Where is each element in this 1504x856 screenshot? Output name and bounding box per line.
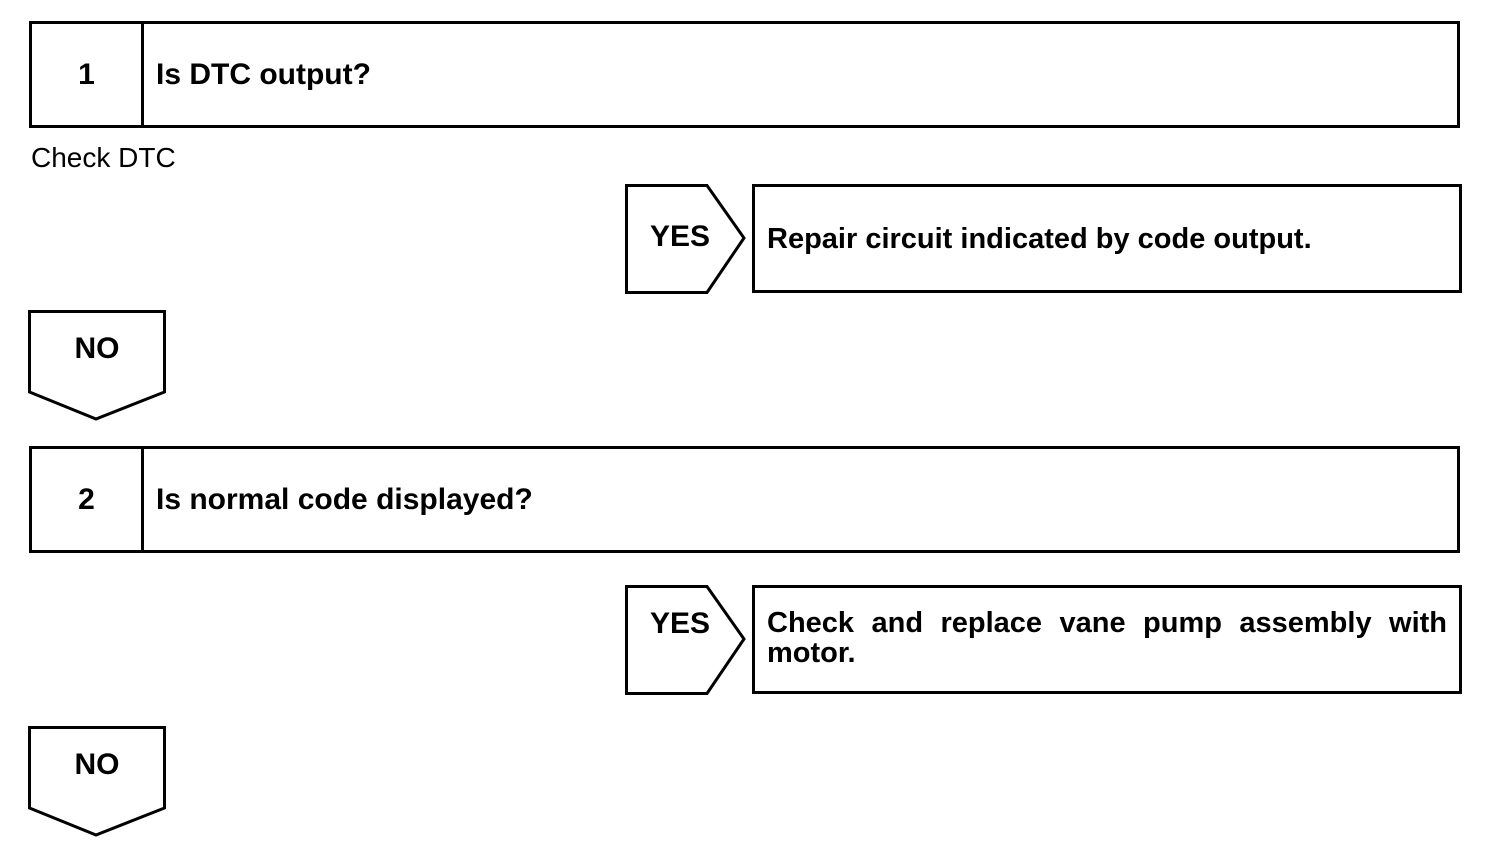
step-2-box: 2 Is normal code displayed?: [29, 446, 1460, 553]
step-2-question: Is normal code displayed?: [156, 482, 533, 516]
step-2-yes-tag: YES: [625, 585, 747, 695]
step-2-number: 2: [32, 449, 144, 550]
step-1-no-tag: NO: [28, 310, 166, 422]
step-1-number: 1: [32, 24, 144, 125]
step-1-note: Check DTC: [31, 142, 176, 173]
no-arrow-shape: [28, 310, 166, 421]
yes-arrow-shape: [625, 585, 746, 695]
step-1-no-label: NO: [74, 332, 120, 365]
step-1-yes-label: YES: [649, 220, 711, 253]
step-2-no-tag: NO: [28, 726, 166, 838]
step-2-yes-label: YES: [649, 607, 711, 640]
yes-arrow-shape: [625, 184, 746, 294]
no-arrow-shape: [28, 726, 166, 837]
step-1-yes-tag: YES: [625, 184, 747, 294]
step-1-yes-result: Repair circuit indicated by code output.: [752, 184, 1462, 293]
step-2-no-label: NO: [74, 748, 120, 781]
step-2-yes-result: Check and replace vane pump assembly wit…: [752, 585, 1462, 694]
step-1-question: Is DTC output?: [156, 57, 371, 91]
step-1-box: 1 Is DTC output?: [29, 21, 1460, 128]
